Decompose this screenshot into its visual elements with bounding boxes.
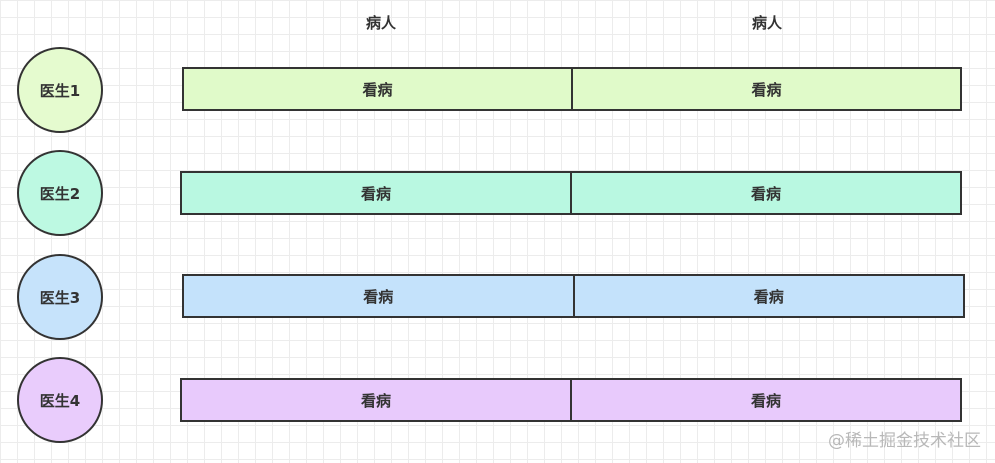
treatment-cell: 看病	[571, 69, 960, 109]
treatment-cell: 看病	[360, 391, 391, 410]
column-header-patient-2: 病人	[751, 14, 782, 32]
treatment-cell: 看病	[572, 276, 964, 316]
treatment-cell: 看病	[362, 80, 393, 99]
treatment-bar-2: 看病 看病	[180, 171, 962, 215]
treatment-bar-3: 看病 看病	[182, 274, 965, 318]
doctor-node-2: 医生2	[17, 150, 103, 236]
treatment-bar-1: 看病 看病	[182, 67, 962, 111]
watermark: @稀土掘金技术社区	[828, 431, 981, 451]
doctor-node-4: 医生4	[17, 357, 103, 443]
column-header-patient-1: 病人	[365, 14, 396, 32]
treatment-cell: 看病	[363, 287, 394, 306]
treatment-bar-4: 看病 看病	[180, 378, 962, 422]
doctor-node-3: 医生3	[17, 254, 103, 340]
doctor-node-1: 医生1	[17, 47, 103, 133]
treatment-cell: 看病	[570, 380, 960, 420]
treatment-cell: 看病	[360, 184, 391, 203]
treatment-cell: 看病	[570, 173, 960, 213]
